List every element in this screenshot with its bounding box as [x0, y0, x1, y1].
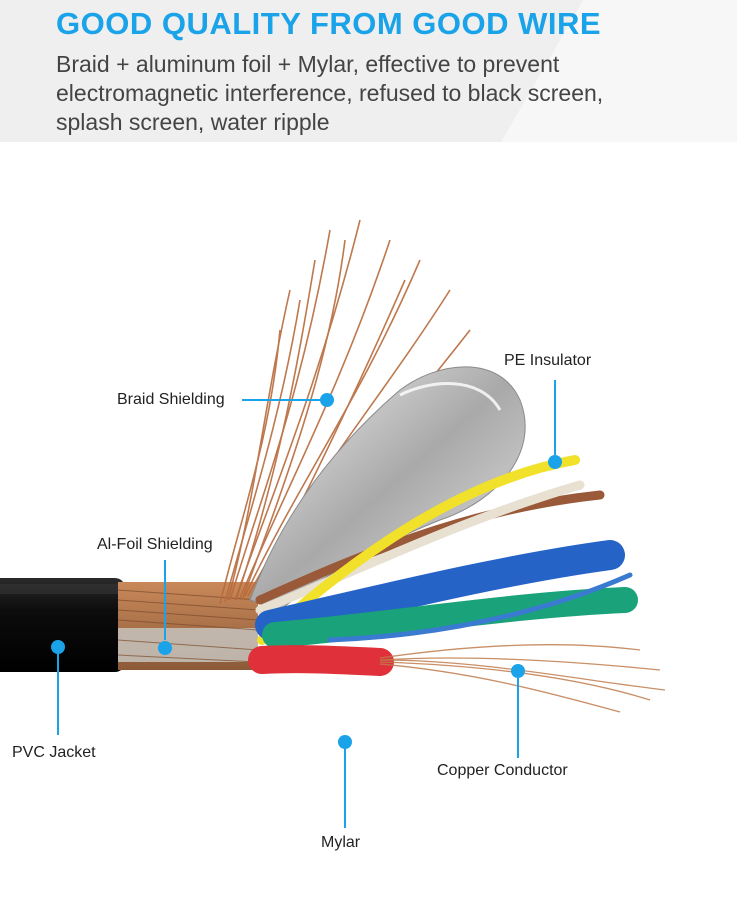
page-subtitle: Braid + aluminum foil + Mylar, effective…	[56, 51, 604, 135]
label-pvc-jacket: PVC Jacket	[12, 744, 96, 761]
cable-cross-section-illustration	[0, 219, 666, 828]
leader-al-foil-shielding	[158, 560, 172, 655]
page-title: GOOD QUALITY FROM GOOD WIRE	[56, 6, 602, 41]
insulated-wires-shape	[248, 455, 638, 676]
braid-sleeve-shape	[117, 582, 259, 670]
leader-pvc-jacket	[51, 640, 65, 735]
leader-mylar	[338, 735, 352, 828]
label-pe-insulator: PE Insulator	[504, 352, 592, 369]
header-band	[0, 0, 737, 142]
leader-copper-conductor	[511, 664, 525, 758]
label-mylar: Mylar	[321, 834, 361, 851]
leader-pe-insulator	[548, 380, 562, 469]
label-braid-shielding: Braid Shielding	[117, 391, 225, 408]
label-al-foil-shielding: Al-Foil Shielding	[97, 536, 213, 553]
pvc-jacket-shape	[0, 578, 125, 672]
label-copper-conductor: Copper Conductor	[437, 762, 568, 779]
copper-conductor-shape	[379, 644, 666, 713]
leader-braid-shielding	[242, 393, 334, 407]
braid-strands-shape	[219, 219, 471, 605]
